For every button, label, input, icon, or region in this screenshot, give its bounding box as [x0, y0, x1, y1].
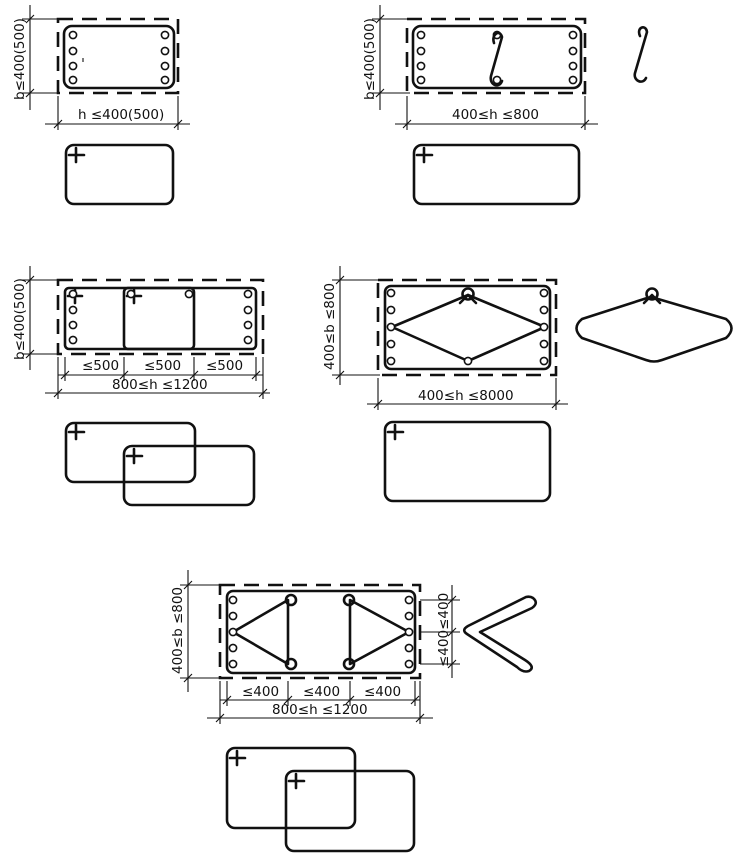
dimension-right: ≤400≤400 — [420, 585, 460, 678]
dim-right-label: ≤400≤400 — [436, 593, 452, 667]
dim-b-label: 400≤b ≤800 — [170, 587, 186, 674]
v-tie-shape — [462, 595, 538, 673]
stirrup-shape-2 — [284, 769, 416, 853]
figure-d: 400≤b ≤800 400≤h ≤8000 — [322, 266, 733, 503]
dim-b-label: b≤400(500) — [12, 278, 28, 360]
dimension-b: b≤400(500) — [12, 266, 60, 370]
dimension-segments: ≤400 ≤400 ≤400 — [220, 681, 420, 706]
dimension-h: 400≤h ≤800 — [395, 96, 598, 130]
stirrup — [411, 24, 583, 90]
dim-h-label: 400≤h ≤8000 — [418, 388, 514, 404]
stirrup-shape-2 — [122, 444, 256, 507]
dimension-h: h ≤400(500) — [45, 96, 190, 130]
longitudinal-bars — [228, 593, 414, 671]
s-tie-shape — [633, 26, 649, 83]
longitudinal-bars — [416, 30, 578, 85]
dimension-segments: ≤500 ≤500 ≤500 — [58, 357, 263, 381]
dim-h-label: 400≤h ≤800 — [452, 107, 539, 123]
section-outline — [56, 278, 265, 356]
section-outline — [405, 17, 587, 95]
tie-bar — [489, 31, 504, 87]
longitudinal-bars — [68, 289, 253, 345]
stirrup-shape — [383, 420, 552, 503]
dim-segment-2: ≤400 — [303, 684, 340, 700]
dimension-b: b≤400(500) — [362, 5, 410, 110]
inner-tie-left — [231, 598, 290, 666]
hook-mark — [67, 146, 86, 164]
dim-b-label: 400≤b ≤800 — [322, 283, 338, 370]
section-outline — [56, 17, 180, 95]
hook-mark — [386, 423, 405, 441]
dim-h-label: 800≤h ≤1200 — [272, 702, 368, 718]
dim-segment-1: ≤500 — [82, 358, 119, 374]
figure-a: b≤400(500) h ≤400(500) — [12, 5, 190, 206]
dimension-h: 800≤h ≤1200 — [207, 681, 433, 724]
stirrup — [62, 24, 176, 90]
stirrup — [225, 589, 417, 675]
dim-segment-3: ≤400 — [364, 684, 401, 700]
section-outline — [376, 278, 558, 377]
figure-c: b≤400(500) ≤500 ≤500 ≤500 800≤h ≤1200 — [12, 266, 270, 507]
diamond-tie — [390, 293, 547, 363]
figure-b: b≤400(500) 400≤h ≤800 — [362, 5, 649, 206]
dimension-h: 800≤h ≤1200 — [45, 357, 270, 399]
dimension-b: b≤400(500) — [12, 5, 60, 110]
stirrup-shape — [64, 143, 175, 206]
dimension-b: 400≤b ≤800 — [322, 266, 380, 385]
dim-b-label: b≤400(500) — [362, 18, 378, 100]
section-outline — [218, 583, 422, 680]
dim-segment-2: ≤500 — [144, 358, 181, 374]
dimension-h: 400≤h ≤8000 — [367, 378, 568, 410]
dim-h-label: h ≤400(500) — [78, 107, 164, 123]
stirrup — [383, 284, 552, 371]
stirrup-shape-1 — [225, 746, 357, 830]
dim-segment-1: ≤400 — [242, 684, 279, 700]
hook-mark — [415, 146, 434, 164]
longitudinal-bars — [68, 30, 170, 85]
inner-tie-right — [348, 598, 411, 666]
figure-e: 400≤b ≤800 ≤400≤400 ≤400 ≤400 ≤400 800≤h… — [170, 570, 538, 853]
dim-segment-3: ≤500 — [206, 358, 243, 374]
dim-h-label: 800≤h ≤1200 — [112, 377, 208, 393]
stirrup-shape — [412, 143, 581, 206]
dim-b-label: b≤400(500) — [12, 18, 28, 100]
dimension-b: 400≤b ≤800 — [170, 570, 222, 692]
stirrup-shape-1 — [64, 421, 197, 484]
longitudinal-bars — [386, 288, 549, 366]
stirrup-right — [122, 286, 258, 351]
diamond-tie-shape — [575, 296, 733, 363]
